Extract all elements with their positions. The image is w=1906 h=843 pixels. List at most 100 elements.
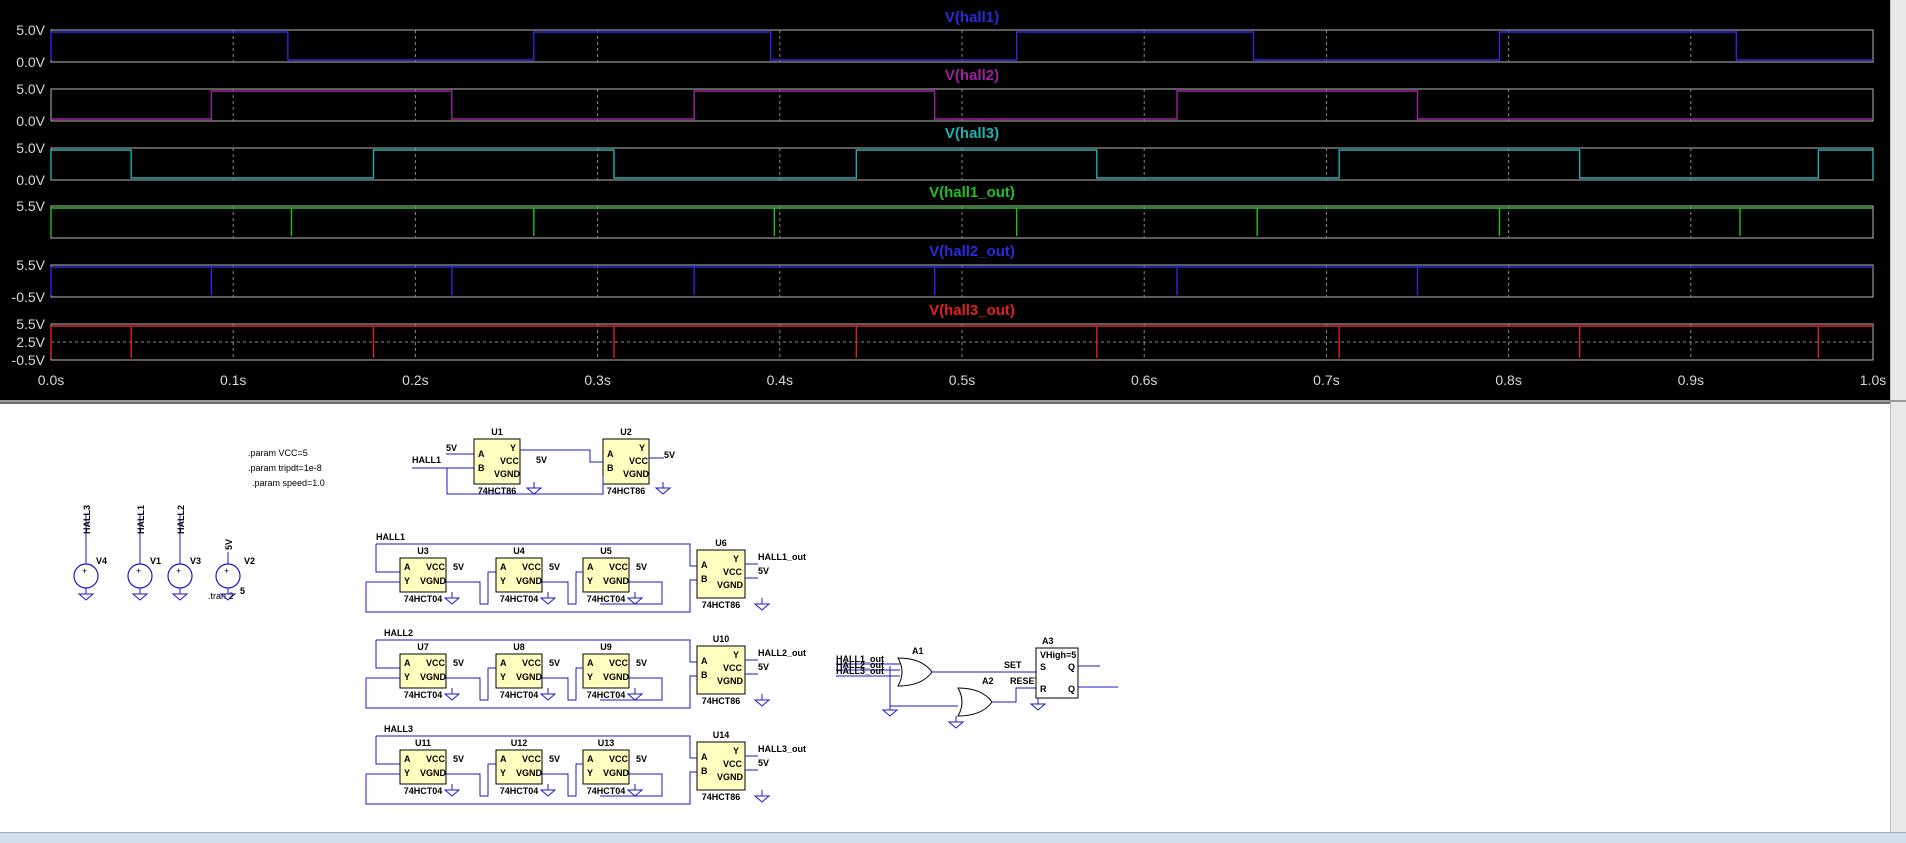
net-label: HALL1	[412, 455, 441, 465]
svg-text:+: +	[136, 566, 141, 576]
or-gate	[897, 657, 933, 687]
schematic-scrollbar[interactable]	[1890, 402, 1906, 842]
spice-directive: .param tripdt=1e-8	[248, 463, 322, 473]
pin-label: VGND	[516, 768, 543, 778]
ground-symbol	[626, 688, 644, 701]
pin-label: A	[587, 562, 594, 572]
pin-label: VGND	[717, 772, 744, 782]
net-label: 5V	[224, 539, 234, 550]
pin-label: VCC	[426, 754, 446, 764]
net-label: 5V	[536, 455, 547, 465]
schematic-canvas[interactable]: .param VCC=5 .param tripdt=1e-8 .param spe…	[0, 404, 1890, 834]
net-label: 5V	[758, 662, 769, 672]
pin-label: B	[607, 463, 614, 473]
waveform-scrollbar[interactable]	[1890, 0, 1906, 400]
pin-label: VGND	[603, 672, 630, 682]
pin-label: A	[500, 562, 507, 572]
pin-label: VCC	[723, 567, 743, 577]
pin-label: VCC	[609, 562, 629, 572]
net-label: HALL1_out	[836, 654, 884, 664]
pin-label: VGND	[516, 672, 543, 682]
chip-ref: U7	[417, 642, 429, 652]
pin-label: VCC	[500, 456, 520, 466]
net-label: 5V	[453, 754, 464, 764]
chip-part: 74HCT86	[702, 696, 741, 706]
pin-label: VCC	[522, 658, 542, 668]
chip-part: 74HCT86	[607, 486, 646, 496]
net-label: HALL1	[136, 505, 146, 534]
ground-symbol	[443, 592, 461, 605]
spice-directive: .param speed=1.0	[252, 478, 325, 488]
net-label: 5V	[549, 562, 560, 572]
pin-label: A	[500, 658, 507, 668]
pin-label: VGND	[516, 576, 543, 586]
net-label: 5V	[549, 658, 560, 668]
ground-symbol	[654, 482, 672, 495]
pin-label: A	[587, 658, 594, 668]
pin-label: A	[404, 562, 411, 572]
chip-body	[473, 438, 521, 485]
net-label: 5V	[446, 443, 457, 453]
chip-ref: U4	[513, 546, 525, 556]
ground-symbol	[753, 598, 771, 611]
chip-ref: U5	[600, 546, 612, 556]
pin-label: A	[701, 560, 708, 570]
spice-directive: .param VCC=5	[248, 448, 308, 458]
pin-label: VGND	[494, 469, 521, 479]
chip-body	[399, 749, 447, 785]
net-label: RESET	[1010, 676, 1041, 686]
chip-part: 74HCT04	[587, 786, 626, 796]
pin-label: Y	[733, 650, 739, 660]
pin-label: VCC	[629, 456, 649, 466]
trace-pane: 5.0V0.0VV(hall1)	[16, 9, 1874, 70]
pane-frame	[50, 88, 1874, 122]
wire	[365, 639, 758, 709]
schematic-editor[interactable]: .param VCC=5 .param tripdt=1e-8 .param spe…	[0, 402, 1890, 834]
chip-ref: U14	[713, 730, 730, 740]
x-tick-label: 0.1s	[220, 372, 246, 388]
pin-label: S	[1040, 662, 1046, 672]
pane-frame	[50, 264, 1874, 298]
net-label: HALL2_out	[836, 660, 884, 670]
ground-symbol	[131, 588, 149, 601]
chip-part: 74HCT04	[587, 690, 626, 700]
pin-label: A	[587, 754, 594, 764]
ground-symbol	[881, 704, 899, 717]
ground-symbol	[947, 716, 965, 729]
chip-part: 74HCT04	[587, 594, 626, 604]
pin-label: A	[404, 754, 411, 764]
ground-symbol	[525, 482, 543, 495]
pin-label: A	[500, 754, 507, 764]
trace-pane: 5.0V0.0VV(hall3)	[16, 125, 1874, 188]
pin-label: VGND	[717, 580, 744, 590]
net-label: HALL2_out	[758, 648, 806, 658]
trace-pane: 5.5VV(hall1_out)	[16, 184, 1874, 239]
pin-label: VGND	[603, 576, 630, 586]
gate-ref: A3	[1042, 636, 1054, 646]
pin-label: A	[607, 449, 614, 459]
gate-ref: A2	[982, 676, 994, 686]
chip-part: 74HCT86	[478, 486, 517, 496]
x-tick-label: 0.2s	[402, 372, 428, 388]
chip-ref: U9	[600, 642, 612, 652]
ground-symbol	[1029, 698, 1047, 711]
trace-title: V(hall2_out)	[929, 243, 1015, 260]
pin-label: VGND	[603, 768, 630, 778]
chip-body	[495, 749, 543, 785]
pin-label: Y	[404, 672, 410, 682]
y-tick-label: 5.5V	[16, 198, 45, 214]
pin-label: B	[701, 574, 708, 584]
ground-symbol	[443, 688, 461, 701]
net-label: HALL3	[82, 505, 92, 534]
ground-symbol	[539, 784, 557, 797]
y-tick-label: 5.5V	[16, 257, 45, 273]
waveform-plot[interactable]: 5.0V0.0VV(hall1)5.0V0.0VV(hall2)5.0V0.0V…	[0, 0, 1890, 400]
pin-label: VCC	[723, 759, 743, 769]
